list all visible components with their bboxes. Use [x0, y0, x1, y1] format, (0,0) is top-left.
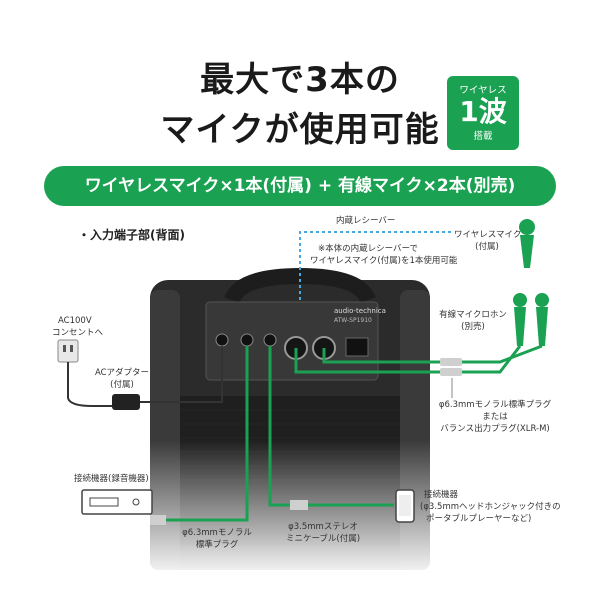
wired-mic-icon-1 — [513, 293, 527, 346]
receiver-note-1: ※本体の内蔵レシーバーで — [318, 244, 419, 254]
plug-label-2: または — [482, 412, 508, 422]
ac-adapter-icon — [112, 394, 140, 410]
wired-mic-label-1: 有線マイクロホン — [439, 310, 507, 320]
device-label-3: ポータブルプレーヤーなど) — [426, 514, 532, 524]
device-label-1: 接続機器 — [424, 490, 459, 500]
mic-plug-2 — [440, 368, 462, 376]
plug-label-1: φ6.3mmモノラル標準プラグ — [438, 400, 552, 410]
badge-bottom-text: 搭載 — [473, 131, 493, 142]
section-title: ・入力端子部(背面) — [78, 228, 185, 242]
headline-line-1: 最大で3本の — [200, 60, 400, 100]
receiver-note-2: ワイヤレスマイク(付属)を1本使用可能 — [310, 256, 458, 266]
line-in-jack — [263, 333, 277, 347]
recorder-label: 接続機器(録音機器) — [74, 474, 149, 484]
receiver-dotted-line — [299, 231, 452, 300]
ac-label-1: AC100V — [58, 316, 92, 326]
ac-power-cord — [67, 362, 112, 407]
line-out-plug — [150, 515, 166, 525]
ac-label-2: コンセントへ — [52, 328, 104, 338]
wireless-badge: ワイヤレス 1波 搭載 — [447, 76, 519, 150]
badge-top-text: ワイヤレス — [459, 85, 507, 96]
wireless-mic-label-2: (付属) — [475, 242, 499, 252]
wired-mic-label-2: (別売) — [461, 322, 485, 332]
adapter-label-2: (付属) — [110, 380, 134, 390]
wired-mic-icon-2 — [535, 293, 549, 346]
stereo-cable-label-2: ミニケーブル(付属) — [285, 534, 361, 544]
dc-cable — [140, 346, 223, 403]
adapter-label-1: ACアダプター — [94, 368, 150, 378]
mic-count-banner: ワイヤレスマイク×1本(付属) + 有線マイク×2本(別売) — [44, 166, 556, 206]
plug-label-3: バランス出力プラグ(XLR-M) — [440, 424, 550, 434]
wireless-mic-label-1: ワイヤレスマイク — [454, 230, 522, 240]
wireless-mic-icon — [519, 219, 535, 268]
model-text: ATW-SP1910 — [334, 317, 372, 324]
stereo-cable-label-1: φ3.5mmステレオ — [288, 522, 358, 532]
badge-big-text: 1波 — [459, 95, 507, 128]
portable-player-icon — [395, 489, 415, 523]
receiver-label: 内蔵レシーバー — [336, 216, 396, 226]
receiver-slot — [345, 337, 369, 357]
headline-line-2: マイクが使用可能 — [160, 110, 440, 150]
mono-plug-label-2: 標準プラグ — [195, 540, 239, 550]
line-out-jack — [240, 333, 254, 347]
mono-plug-label-1: φ6.3mmモノラル — [182, 528, 252, 538]
line-in-cable — [268, 346, 394, 507]
dc-in-jack — [215, 333, 229, 347]
recorder-device-icon — [81, 489, 153, 515]
device-label-2: (φ3.5mmヘッドホンジャック付きの — [420, 502, 561, 512]
brand-logo-text: audio-technica — [334, 307, 386, 315]
ac-outlet-icon — [57, 339, 79, 363]
mic-plug-1 — [440, 358, 462, 366]
stereo-mini-plug — [290, 500, 308, 510]
line-out-cable — [165, 346, 249, 522]
